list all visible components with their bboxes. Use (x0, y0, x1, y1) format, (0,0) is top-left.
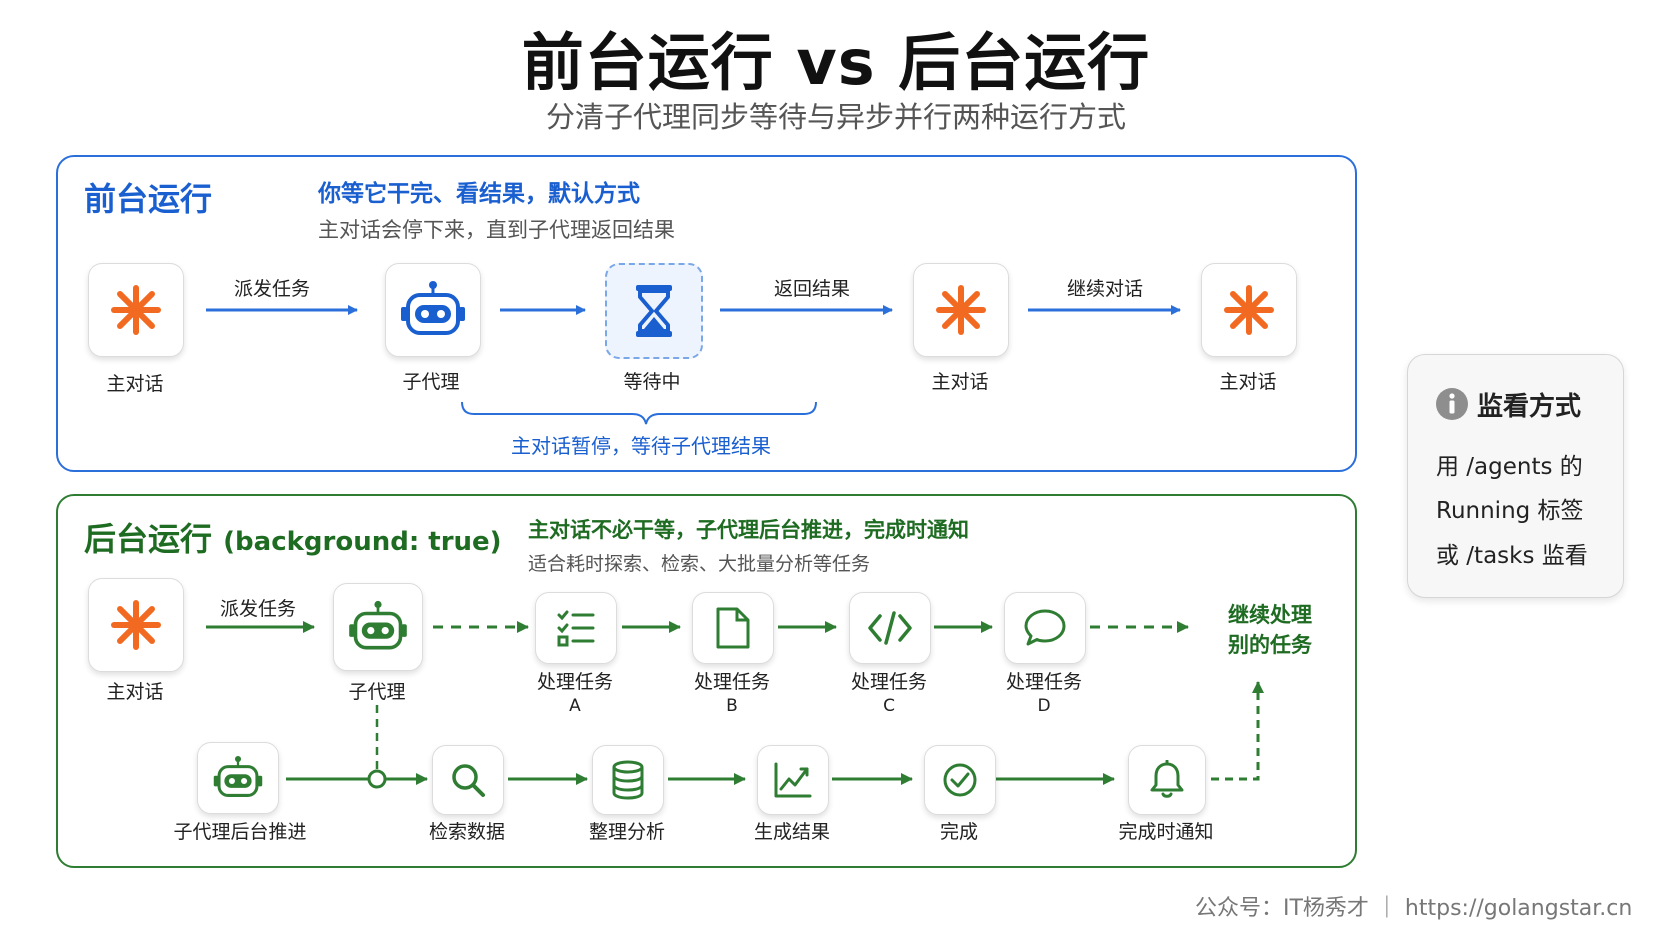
line-chart-icon (774, 762, 812, 798)
fg-node-label: 主对话 (106, 373, 164, 395)
code-icon (868, 611, 912, 645)
background-heading-main: 后台运行 (84, 520, 213, 558)
background-detail: 适合耗时探索、检索、大批量分析等任务 (528, 553, 871, 575)
fg-node-label: 主对话 (1219, 371, 1277, 393)
bg-bell-card (1128, 745, 1206, 815)
bg-continue-label: 继续处理 别的任务 (1228, 600, 1312, 660)
footer-credit: 公众号：IT杨秀才 ｜ https://golangstar.cn (1195, 896, 1633, 921)
fg-brace-note: 主对话暂停，等待子代理结果 (511, 434, 771, 458)
background-tagline: 主对话不必干等，子代理后台推进，完成时通知 (528, 518, 969, 542)
check-circle-icon (943, 763, 977, 797)
fg-node-label: 主对话 (931, 371, 989, 393)
foreground-panel (56, 155, 1357, 472)
fg-main-chat-card (913, 263, 1009, 357)
robot-icon (401, 281, 465, 335)
claude-asterisk-icon (1224, 285, 1274, 335)
claude-asterisk-icon (111, 285, 161, 335)
bg-node-label: 处理任务 (693, 671, 770, 693)
document-icon (716, 607, 750, 649)
fg-label-dispatch: 派发任务 (233, 278, 310, 300)
foreground-tagline: 你等它干完、看结果，默认方式 (318, 181, 640, 207)
bg-node-label: 处理任务 (536, 671, 613, 693)
bg-node-label: 完成时通知 (1118, 821, 1214, 843)
foreground-detail: 主对话会停下来，直到子代理返回结果 (318, 218, 675, 242)
database-icon (612, 760, 644, 800)
bg-node-label: 检索数据 (428, 821, 505, 843)
fg-main-chat-card (88, 263, 184, 357)
info-icon (1435, 387, 1469, 425)
fg-brace (461, 401, 817, 425)
bg-node-label: 处理任务 (1005, 671, 1082, 693)
bg-label-dispatch: 派发任务 (219, 598, 296, 620)
bg-continue-line: 别的任务 (1228, 633, 1312, 657)
fg-label-return: 返回结果 (773, 278, 850, 300)
bg-task-a-card (535, 592, 617, 664)
bg-node-label: 子代理后台推进 (173, 821, 307, 843)
bg-main-chat-card (88, 578, 184, 672)
foreground-heading: 前台运行 (84, 180, 213, 218)
bg-done-card (924, 745, 996, 815)
bg-row2-arrows (286, 681, 1264, 785)
bg-task-d-card (1004, 592, 1086, 664)
background-heading-suffix: (background: true) (223, 527, 502, 557)
background-heading: 后台运行 (background: true) (84, 514, 502, 560)
bg-node-sublabel: C (883, 696, 895, 716)
bg-node-label: 整理分析 (588, 821, 665, 843)
page-title: 前台运行 vs 后台运行 (521, 26, 1151, 99)
bg-chart-card (757, 745, 829, 815)
fg-main-chat-card (1201, 263, 1297, 357)
bg-node-sublabel: D (1037, 696, 1051, 716)
monitor-line: 或 /tasks 监看 (1436, 543, 1588, 569)
claude-asterisk-icon (936, 285, 986, 335)
bg-continue-line: 继续处理 (1228, 603, 1312, 627)
fg-waiting-card (605, 263, 703, 359)
bg-task-c-card (849, 592, 931, 664)
bg-subagent-bg-card (197, 742, 279, 814)
monitor-title: 监看方式 (1477, 392, 1582, 422)
monitor-line: 用 /agents 的 (1436, 454, 1583, 480)
fg-node-label: 等待中 (623, 371, 681, 393)
page-subtitle: 分清子代理同步等待与异步并行两种运行方式 (545, 100, 1126, 134)
bg-database-card (592, 745, 664, 815)
search-icon (452, 764, 485, 797)
bg-node-label: 生成结果 (753, 821, 830, 843)
robot-icon (213, 756, 263, 797)
bg-node-label: 主对话 (106, 681, 164, 703)
bg-branch-node (367, 769, 387, 789)
bg-node-sublabel: A (569, 696, 581, 716)
monitor-line: Running 标签 (1436, 498, 1584, 524)
bell-icon (1150, 760, 1184, 798)
bg-search-card (432, 745, 504, 815)
bg-node-label: 子代理 (348, 681, 406, 703)
bg-subagent-card (333, 583, 423, 671)
chat-bubble-icon (1024, 609, 1066, 646)
fg-subagent-card (385, 263, 481, 357)
fg-node-label: 子代理 (402, 371, 460, 393)
bg-node-label: 完成 (939, 821, 978, 843)
claude-asterisk-icon (111, 600, 161, 650)
fg-label-continue: 继续对话 (1066, 278, 1143, 300)
hourglass-icon (636, 285, 672, 337)
bg-arrow-notify-up (1211, 681, 1264, 781)
checklist-icon (557, 610, 595, 647)
bg-node-label: 处理任务 (850, 671, 927, 693)
bg-node-sublabel: B (726, 696, 738, 716)
robot-icon (349, 600, 407, 650)
bg-task-b-card (692, 592, 774, 664)
